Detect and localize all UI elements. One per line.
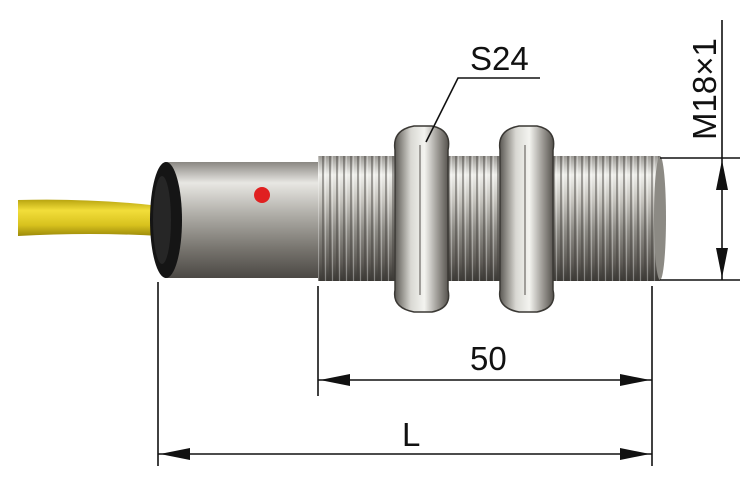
lock-nut-1 <box>393 125 450 313</box>
thread-length-dimension: 50 <box>317 286 653 396</box>
arrow-down-icon <box>716 248 728 278</box>
thread-spec-label: M18×1 <box>686 38 723 140</box>
wrench-size-callout: S24 <box>425 40 540 143</box>
arrow-left-icon <box>320 374 350 386</box>
wrench-size-leader <box>425 77 540 143</box>
lock-nut-2 <box>498 125 555 313</box>
overall-length-dimension: L <box>157 282 653 466</box>
thread-grooves <box>318 156 660 281</box>
arrow-up-icon <box>716 160 728 190</box>
sensing-face <box>654 156 666 280</box>
thread-spec-dimension: M18×1 <box>660 20 740 281</box>
led-indicator-icon <box>254 187 270 203</box>
arrow-left-icon <box>160 448 190 460</box>
end-cap <box>150 162 325 278</box>
arrow-right-icon <box>620 448 650 460</box>
wrench-size-label: S24 <box>470 40 529 77</box>
threaded-body <box>318 156 666 281</box>
cable <box>18 199 165 236</box>
thread-length-label: 50 <box>470 340 507 377</box>
arrow-right-icon <box>620 374 650 386</box>
sensor-housing <box>165 162 325 278</box>
cable-sheath <box>18 199 160 236</box>
overall-length-label: L <box>402 416 420 453</box>
nut-1-body <box>393 125 450 313</box>
cable-gland <box>153 176 171 264</box>
nut-2-body <box>498 125 555 313</box>
